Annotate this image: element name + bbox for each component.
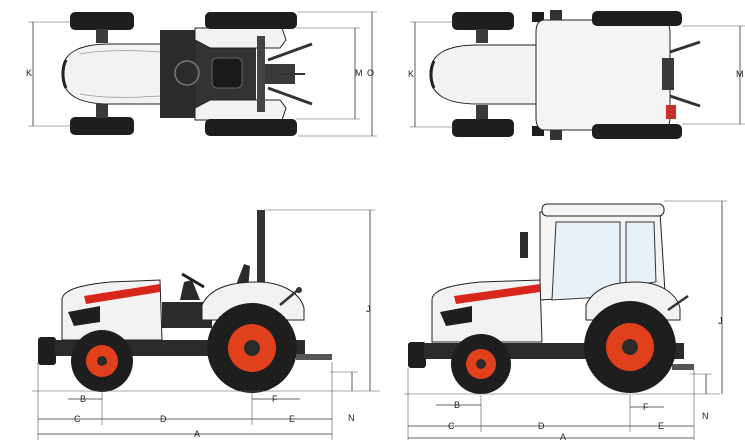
label-k: K (26, 68, 32, 78)
dim-o-rops: O (298, 11, 377, 137)
front-tire-bottom (452, 119, 514, 137)
dim-b-rops: B (68, 394, 102, 404)
label-o: O (367, 68, 374, 78)
label-d: D (160, 414, 167, 424)
label-a: A (194, 429, 200, 439)
dim-k-cab: K (408, 21, 454, 128)
dim-e-cab: E (630, 421, 694, 431)
dim-m-cab: M (682, 25, 745, 125)
front-tire-top (70, 12, 134, 30)
label-c: C (74, 414, 81, 424)
front-tire-bottom (70, 117, 134, 135)
rear-tire-top (592, 11, 682, 26)
label-e: E (289, 414, 295, 424)
label-f: F (643, 402, 649, 412)
cab-roof (535, 19, 671, 131)
drawbar (296, 354, 332, 360)
dim-f-rops: F (252, 394, 300, 404)
dim-n-rops: N (330, 371, 358, 423)
hood (429, 44, 546, 105)
label-m: M (736, 69, 744, 79)
dim-d-rops: D (102, 414, 252, 424)
cab-rear-glass (625, 221, 657, 287)
steering-column (180, 280, 200, 300)
side-view-cab: J N B F C D E A (404, 200, 727, 442)
dim-a-rops: A (38, 429, 332, 439)
dim-a-cab: A (408, 432, 694, 442)
hood (61, 43, 163, 105)
cab-roof (541, 203, 665, 217)
label-b: B (454, 400, 460, 410)
side-view-rops: J N B F C D E A (32, 209, 380, 440)
label-e: E (658, 421, 664, 431)
label-n: N (348, 413, 355, 423)
grille (440, 306, 472, 326)
top-view-cab: K M (408, 10, 745, 140)
label-j: J (366, 304, 371, 314)
label-j: J (718, 316, 723, 326)
dim-j-cab: J (664, 200, 727, 394)
front-weight (408, 342, 426, 368)
label-k: K (408, 69, 414, 79)
rops-bar (257, 36, 265, 112)
front-tire-top (452, 12, 514, 30)
label-c: C (448, 421, 455, 431)
seat (211, 57, 243, 89)
dim-m-rops: M (296, 27, 363, 120)
dim-n-cab: N (690, 373, 712, 421)
rear-tire-bottom (592, 124, 682, 139)
dim-d-cab: D (481, 421, 630, 431)
drawbar (672, 364, 694, 370)
rear-tire-bottom (205, 119, 297, 136)
label-a: A (560, 432, 566, 440)
fender-bottom (194, 99, 287, 121)
top-view-rops: K M O (26, 11, 377, 137)
rops-post (257, 210, 265, 300)
label-d: D (538, 421, 545, 431)
dim-c-rops: C (38, 414, 102, 424)
hood-stripe (454, 284, 540, 304)
dim-j-rops: J (265, 209, 375, 391)
mirror (520, 232, 528, 258)
label-m: M (355, 68, 363, 78)
rear-tire-top (205, 12, 297, 29)
dim-e-rops: E (252, 414, 332, 424)
fender-top (194, 27, 287, 49)
dim-b-cab: B (436, 400, 481, 410)
dim-c-cab: C (408, 421, 481, 431)
steering-wheel (181, 272, 205, 289)
label-n: N (702, 411, 709, 421)
dim-k-rops: K (26, 21, 72, 127)
steering-wheel (174, 60, 200, 86)
hood-stripe (84, 284, 160, 304)
dim-f-cab: F (630, 402, 664, 412)
label-f: F (272, 394, 278, 404)
front-weight (38, 337, 56, 365)
label-b: B (80, 394, 86, 404)
grille (68, 306, 100, 326)
operator-platform (160, 30, 198, 118)
